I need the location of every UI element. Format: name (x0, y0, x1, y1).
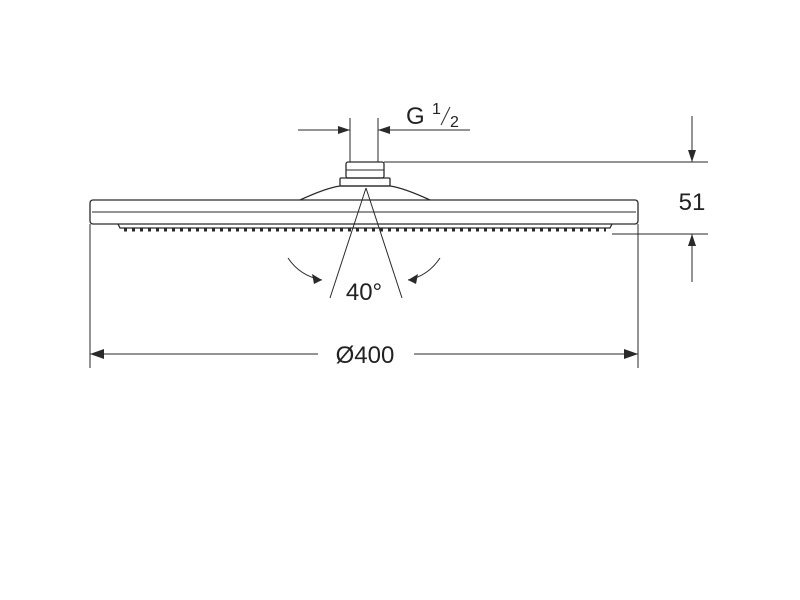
height-dimension: 51 (384, 116, 708, 282)
thread-dimension: G 1 2 (298, 101, 470, 162)
connector-collar (339, 177, 391, 187)
diameter-label: Ø400 (336, 342, 395, 369)
shower-head (89, 161, 639, 232)
diameter-dimension: Ø400 (89, 224, 639, 369)
nozzle-face (117, 223, 613, 229)
height-label: 51 (679, 189, 706, 216)
spray-angle: 40° (287, 187, 441, 306)
thread-fraction-num: 1 (432, 101, 441, 118)
mounting-dome (299, 185, 431, 201)
angle-label: 40° (346, 279, 382, 306)
thread-fraction-den: 2 (450, 114, 459, 131)
head-plate (89, 199, 639, 225)
thread-label: G (406, 103, 425, 130)
